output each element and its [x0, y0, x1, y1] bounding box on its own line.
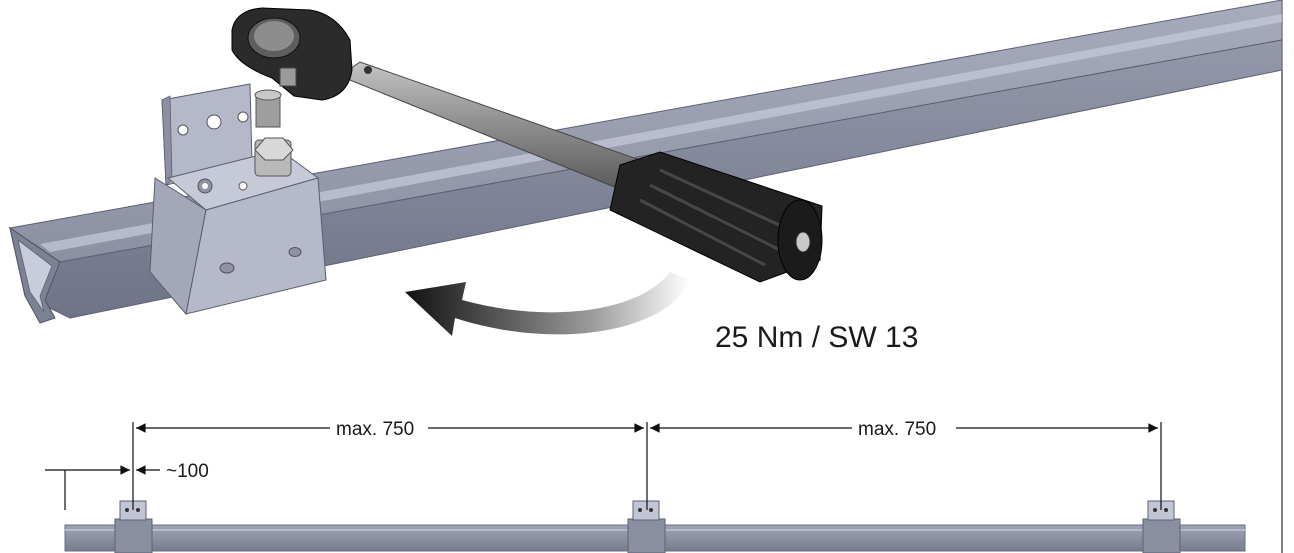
- wrench-handle: [609, 151, 823, 283]
- rail-bracket: [149, 83, 327, 316]
- torque-label: 25 Nm / SW 13: [715, 321, 918, 354]
- spacing-label-right: max. 750: [858, 419, 936, 440]
- wrench-head: [231, 7, 353, 101]
- edge-offset-label: ~100: [166, 461, 209, 482]
- dimension-lines: [45, 422, 1162, 510]
- rotation-arrow: [405, 272, 690, 336]
- spacing-label-left: max. 750: [336, 419, 414, 440]
- bracket-clamp-1: [114, 500, 153, 553]
- torque-wrench: [231, 7, 823, 283]
- bracket-clamp-2: [627, 500, 666, 553]
- hex-bolt: [254, 89, 294, 177]
